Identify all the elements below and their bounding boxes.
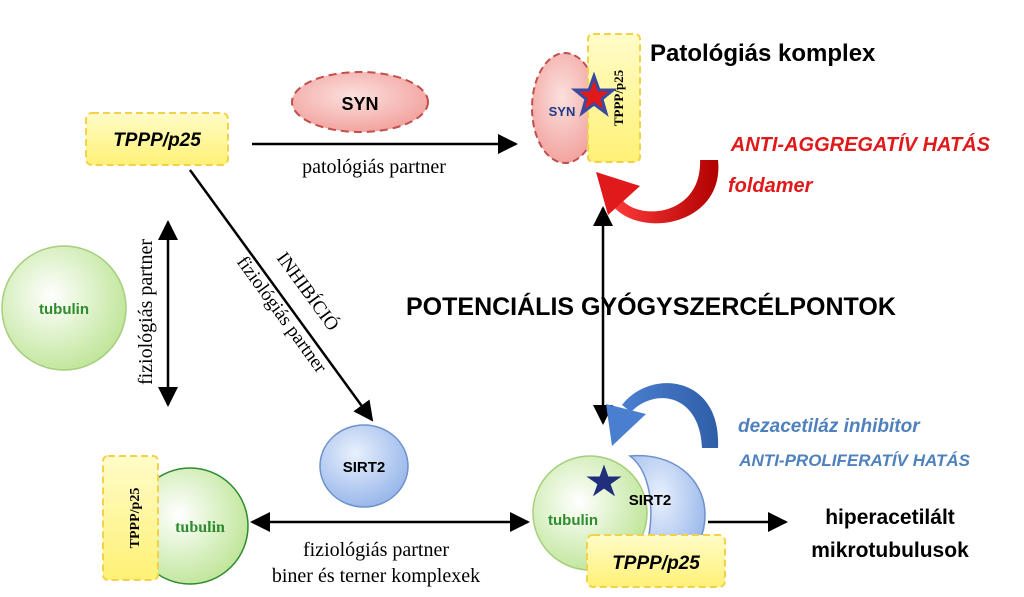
complex-syn-label: SYN (549, 104, 576, 119)
pathological-partner-label: patológiás partner (302, 156, 446, 178)
anti-aggregative-arrow (596, 160, 719, 224)
outcome-line2: mikrotubulusok (811, 539, 969, 562)
syn-top-label: SYN (341, 94, 378, 114)
complex-bottomright-sirt2-label: SIRT2 (629, 492, 672, 509)
deacetylase-inhibitor-label: dezacetiláz inhibitor (738, 416, 921, 437)
drug-targets-label: POTENCIÁLIS GYÓGYSZERCÉLPONTOK (406, 291, 896, 321)
diagram-title: Patológiás komplex (650, 40, 876, 67)
anti-aggregative-label: ANTI-AGGREGATÍV HATÁS (730, 133, 991, 156)
foldamer-label: foldamer (728, 175, 814, 197)
physiological-partner-bottom-label: fiziológiás partner (303, 539, 449, 561)
tppp-tubulin-complex: TPPP/p25 tubulin (102, 455, 249, 585)
ternary-complex: tubulin SIRT2 TPPP/p25 (532, 454, 726, 588)
complex-tppp-label: TPPP/p25 (611, 69, 626, 126)
pathological-complex: SYN TPPP/p25 (531, 33, 641, 164)
sirt2-node-mid: SIRT2 (319, 424, 409, 508)
sirt2-mid-label: SIRT2 (343, 459, 386, 476)
binary-ternary-label: biner és terner komplexek (272, 565, 480, 587)
complex-bottomleft-tppp-label: TPPP/p25 (128, 488, 143, 549)
tubulin-node-left: tubulin (1, 245, 127, 371)
complex-bottomright-tppp-label: TPPP/p25 (612, 553, 700, 574)
tppp-node-topleft: TPPP/p25 (85, 112, 229, 166)
tubulin-left-label: tubulin (39, 301, 89, 318)
inhibition-arrow (188, 169, 374, 422)
physiological-partner-vertical-label: fiziológiás partner (135, 239, 157, 385)
anti-proliferative-arrow (606, 383, 719, 448)
acetyl-star-icon (586, 464, 622, 497)
syn-node-top: SYN (291, 71, 429, 133)
tppp-topleft-label: TPPP/p25 (113, 130, 201, 151)
outcome-line1: hiperacetilált (825, 506, 955, 529)
complex-bottomright-tubulin-label: tubulin (548, 512, 598, 529)
binding-star-icon (570, 71, 618, 117)
anti-proliferative-label: ANTI-PROLIFERATÍV HATÁS (738, 451, 970, 470)
complex-bottomleft-tubulin-label: tubulin (175, 519, 225, 536)
